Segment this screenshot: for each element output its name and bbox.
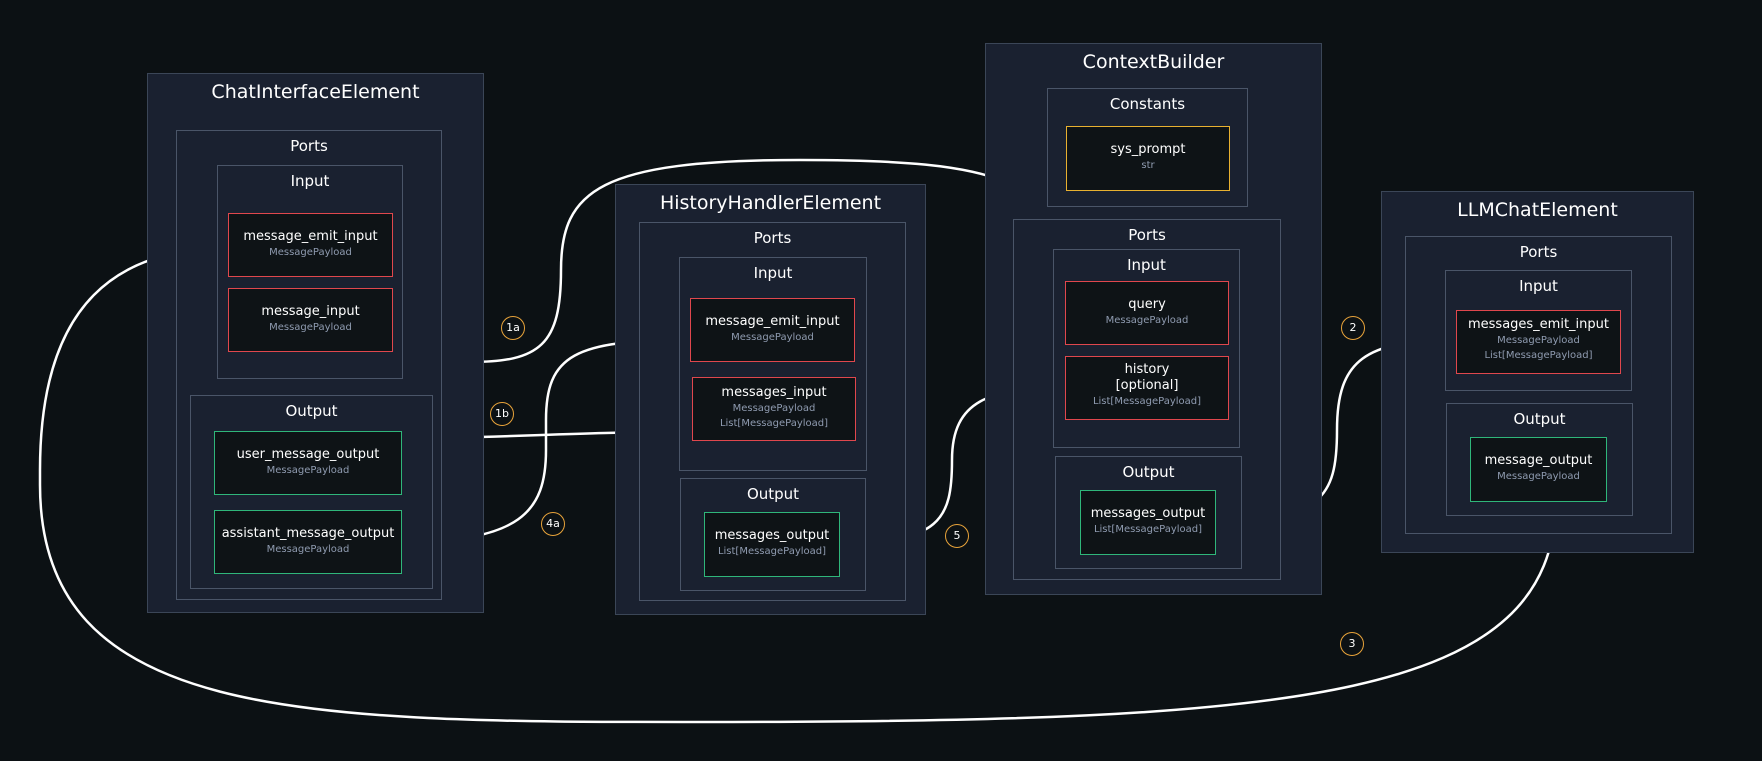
output-group: Output message_output MessagePayload [1446, 403, 1633, 516]
output-title: Output [1122, 463, 1175, 481]
port-messages-input[interactable]: messages_input MessagePayload List[Messa… [692, 377, 856, 441]
edge-label-2: 2 [1341, 316, 1365, 340]
constants-title: Constants [1109, 95, 1186, 113]
output-group: Output user_message_output MessagePayloa… [190, 395, 433, 589]
port-type: MessagePayload [266, 544, 350, 555]
port-name: query [1128, 297, 1166, 312]
port-name: message_output [1484, 453, 1593, 468]
port-type-secondary: List[MessagePayload] [719, 418, 829, 429]
element-title: ContextBuilder [1082, 51, 1225, 73]
input-group: Input message_emit_input MessagePayload … [679, 257, 867, 471]
ports-group: Ports Input message_emit_input MessagePa… [176, 130, 442, 600]
edge-label-4a: 4a [541, 512, 565, 536]
port-message-emit-input[interactable]: message_emit_input MessagePayload [228, 213, 393, 277]
chat-interface-element: ChatInterfaceElement Ports Input message… [147, 73, 484, 613]
port-name: history [1124, 362, 1170, 377]
ports-group: Ports Input messages_emit_input MessageP… [1405, 236, 1672, 534]
port-name: messages_input [721, 385, 827, 400]
port-name: messages_emit_input [1467, 317, 1609, 332]
port-name-optional: [optional] [1115, 378, 1179, 393]
output-group: Output messages_output List[MessagePaylo… [1055, 456, 1242, 569]
ports-title: Ports [290, 137, 328, 155]
ports-group: Ports Input message_emit_input MessagePa… [639, 222, 906, 601]
port-type: List[MessagePayload] [1093, 524, 1203, 535]
port-user-message-output[interactable]: user_message_output MessagePayload [214, 431, 402, 495]
edge-label-3: 3 [1340, 632, 1364, 656]
llm-chat-element: LLMChatElement Ports Input messages_emit… [1381, 191, 1694, 553]
ports-title: Ports [1519, 243, 1558, 261]
port-message-emit-input[interactable]: message_emit_input MessagePayload [690, 298, 855, 362]
ports-title: Ports [1128, 226, 1166, 244]
port-history[interactable]: history [optional] List[MessagePayload] [1065, 356, 1229, 420]
input-group: Input message_emit_input MessagePayload … [217, 165, 403, 379]
edge-label-5: 5 [945, 524, 969, 548]
element-title: LLMChatElement [1457, 199, 1618, 221]
port-type-secondary: List[MessagePayload] [1484, 350, 1593, 361]
port-messages-output[interactable]: messages_output List[MessagePayload] [1080, 490, 1216, 555]
port-type: MessagePayload [1497, 471, 1580, 482]
edge-label-1b: 1b [490, 402, 514, 426]
port-name: messages_output [714, 528, 830, 543]
context-builder-element: ContextBuilder Constants sys_prompt str … [985, 43, 1322, 595]
input-group: Input messages_emit_input MessagePayload… [1445, 270, 1632, 391]
port-name: user_message_output [236, 447, 380, 462]
port-name: assistant_message_output [221, 526, 395, 541]
element-title: ChatInterfaceElement [211, 81, 420, 103]
port-type: List[MessagePayload] [717, 546, 827, 557]
port-type: List[MessagePayload] [1092, 396, 1202, 407]
port-type: MessagePayload [732, 403, 816, 414]
port-name: message_emit_input [705, 314, 840, 329]
output-title: Output [285, 402, 338, 420]
element-title: HistoryHandlerElement [659, 192, 882, 214]
port-type: MessagePayload [1105, 315, 1189, 326]
port-type: MessagePayload [266, 465, 350, 476]
port-query[interactable]: query MessagePayload [1065, 281, 1229, 345]
port-assistant-message-output[interactable]: assistant_message_output MessagePayload [214, 510, 402, 574]
edge-label-1a: 1a [501, 316, 525, 340]
port-name: message_emit_input [243, 229, 378, 244]
output-group: Output messages_output List[MessagePaylo… [680, 478, 866, 591]
constant-sys-prompt[interactable]: sys_prompt str [1066, 126, 1230, 191]
input-group: Input query MessagePayload history [opti… [1053, 249, 1240, 448]
input-title: Input [1127, 256, 1166, 274]
output-title: Output [1513, 410, 1566, 428]
port-type: MessagePayload [731, 332, 814, 343]
port-message-input[interactable]: message_input MessagePayload [228, 288, 393, 352]
input-title: Input [753, 264, 793, 282]
port-messages-output[interactable]: messages_output List[MessagePayload] [704, 512, 840, 577]
port-messages-emit-input[interactable]: messages_emit_input MessagePayload List[… [1456, 310, 1621, 374]
ports-group: Ports Input query MessagePayload history… [1013, 219, 1281, 580]
constant-type: str [1141, 160, 1155, 171]
port-name: message_input [261, 304, 360, 319]
output-title: Output [746, 485, 800, 503]
ports-title: Ports [753, 229, 792, 247]
port-type: MessagePayload [269, 247, 352, 258]
port-type: MessagePayload [1497, 335, 1580, 346]
input-title: Input [290, 172, 330, 190]
input-title: Input [1519, 277, 1558, 295]
port-type: MessagePayload [269, 322, 352, 333]
port-message-output[interactable]: message_output MessagePayload [1470, 437, 1607, 502]
history-handler-element: HistoryHandlerElement Ports Input messag… [615, 184, 926, 615]
port-name: messages_output [1090, 506, 1206, 521]
constant-name: sys_prompt [1110, 142, 1186, 157]
constants-group: Constants sys_prompt str [1047, 88, 1248, 207]
